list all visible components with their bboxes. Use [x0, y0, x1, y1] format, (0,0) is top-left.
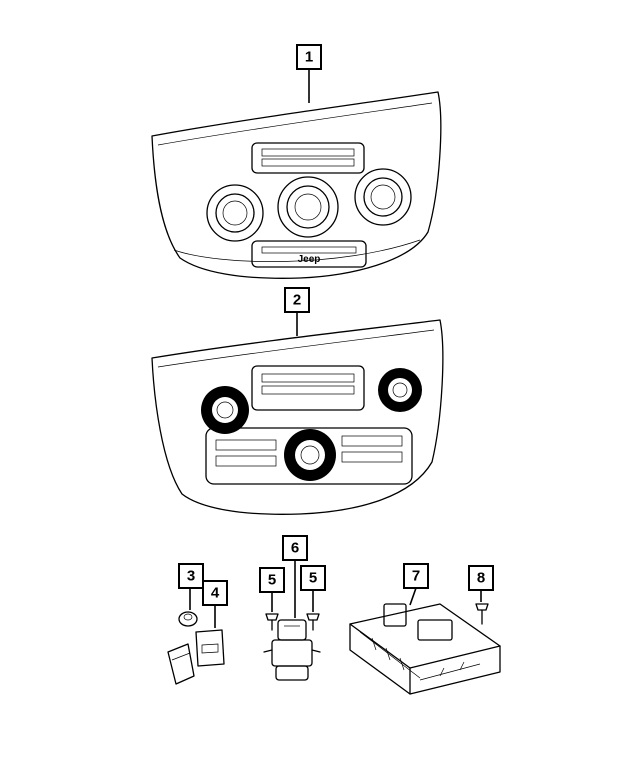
callout-5-left: 5 [259, 567, 285, 593]
leader-7 [409, 587, 417, 606]
svg-text:7: 7 [412, 568, 420, 585]
knob-center [277, 176, 339, 238]
svg-text:5: 5 [309, 570, 317, 587]
knob-left [206, 184, 264, 242]
leader-lines [189, 69, 482, 628]
bezel-logo: Jeep [298, 254, 321, 265]
svg-text:3: 3 [187, 568, 195, 585]
callout-4: 4 [202, 580, 228, 606]
callout-3: 3 [178, 563, 204, 589]
part-7-module [349, 603, 501, 695]
svg-text:5: 5 [268, 572, 276, 589]
svg-text:6: 6 [291, 540, 299, 557]
callout-7: 7 [403, 563, 429, 589]
part-6-switch [263, 619, 321, 681]
knob-right-dark [378, 368, 422, 412]
part-4-connector [167, 629, 225, 685]
callout-1: 1 [296, 44, 322, 70]
knob-right [354, 168, 412, 226]
knob-left-dark [201, 386, 249, 434]
callout-5-right: 5 [300, 565, 326, 591]
svg-text:1: 1 [305, 49, 313, 66]
part-1-bezel: Jeep [151, 91, 442, 279]
part-5-screw-left [265, 613, 279, 631]
part-3-nut [178, 611, 198, 627]
callout-6: 6 [282, 535, 308, 561]
part-8-screw [475, 603, 489, 625]
knob-center-dark [284, 429, 336, 481]
callout-2: 2 [284, 287, 310, 313]
part-2-bezel [151, 319, 444, 515]
svg-text:8: 8 [477, 570, 485, 587]
svg-text:2: 2 [293, 292, 301, 309]
callout-8: 8 [468, 565, 494, 591]
svg-text:4: 4 [211, 585, 220, 602]
part-5-screw-right [306, 613, 320, 631]
